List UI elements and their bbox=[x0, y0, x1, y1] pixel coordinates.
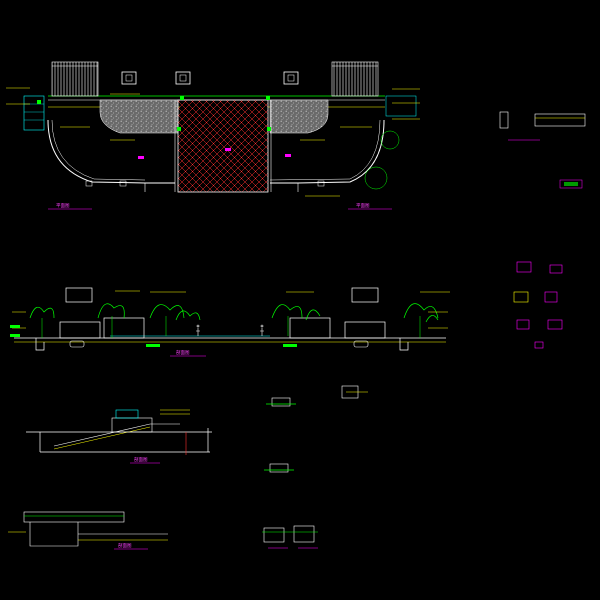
plan-pergola-left bbox=[51, 61, 99, 97]
plan-pillar-3 bbox=[283, 71, 299, 85]
plan-pergola-right bbox=[331, 61, 379, 97]
bottom-section: 剖面图 bbox=[8, 511, 168, 550]
plan-basin-inner bbox=[51, 119, 381, 181]
center-details bbox=[264, 385, 368, 473]
car-symbol bbox=[353, 340, 369, 348]
plan-right-caption: 平面图 bbox=[356, 203, 370, 209]
ramp-section-caption: 剖面图 bbox=[134, 456, 148, 463]
tree-symbol bbox=[364, 166, 388, 190]
car-symbol bbox=[69, 340, 85, 348]
bottom-center-details bbox=[262, 525, 318, 549]
main-section-caption: 剖面图 bbox=[176, 349, 190, 356]
detail-symbols-right bbox=[513, 261, 563, 349]
ramp-section: 剖面图 bbox=[26, 409, 212, 464]
plan-pillar-1 bbox=[121, 71, 137, 85]
plan-central-hatch bbox=[177, 99, 269, 193]
plan-pillar-2 bbox=[175, 71, 191, 85]
detail-top-right bbox=[499, 111, 586, 189]
main-section: 剖面图 bbox=[10, 287, 450, 357]
plan-gravel-left bbox=[99, 99, 179, 134]
tree-symbol bbox=[380, 130, 400, 150]
plan-gravel-right bbox=[269, 99, 329, 134]
plan-view: 平面图 平面图 bbox=[6, 61, 420, 210]
plan-left-caption: 平面图 bbox=[56, 203, 70, 209]
plan-basin-outline bbox=[47, 119, 385, 184]
bottom-section-caption: 剖面图 bbox=[118, 542, 132, 549]
